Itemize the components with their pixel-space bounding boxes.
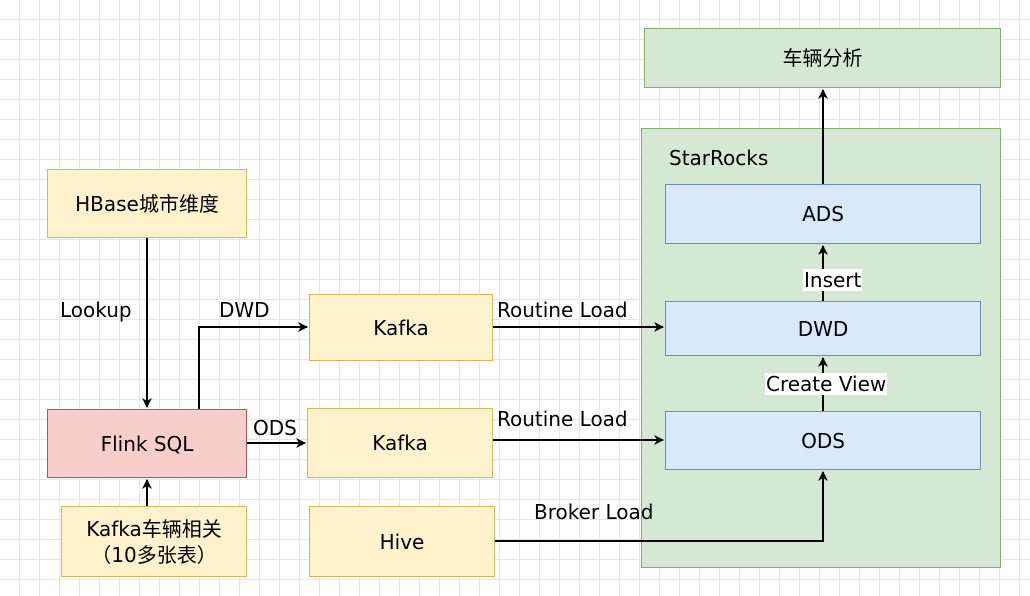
ods-node: ODS [665,411,981,470]
insert-label: Insert [803,268,863,292]
ads-node: ADS [665,184,981,244]
broker-load-edge [495,471,828,542]
kafka-vehicle-node: Kafka车辆相关 （10多张表） [61,506,247,577]
broker-load-label: Broker Load [534,500,654,524]
hive-node: Hive [309,506,495,577]
flink-sql-node: Flink SQL [47,409,247,478]
kafka-vehicle-line1: Kafka车辆相关 [86,516,222,541]
routine-load-label-2: Routine Load [497,407,628,431]
dwd-node: DWD [665,301,981,356]
starrocks-label: StarRocks [669,146,769,170]
hbase-node: HBase城市维度 [47,169,247,238]
dwd-edge-label: DWD [219,298,270,322]
kafka-ods-node: Kafka [307,408,493,478]
ods-edge-label: ODS [253,416,297,440]
vehicle-analysis-node: 车辆分析 [644,28,1001,88]
lookup-label: Lookup [60,298,132,322]
kafka-dwd-node: Kafka [309,294,493,361]
routine-load-label-1: Routine Load [497,298,628,322]
kafka-vehicle-line2: （10多张表） [91,542,217,567]
flink-dwd-edge [198,322,308,409]
create-view-label: Create View [765,372,888,396]
